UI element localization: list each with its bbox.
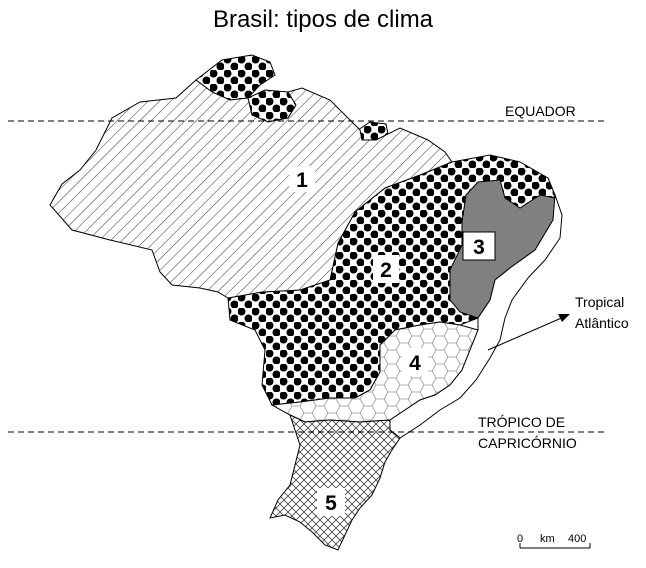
region-4-number: 4 (409, 352, 421, 375)
region-2-number: 2 (380, 259, 392, 282)
scale-start: 0 (517, 533, 523, 545)
region-3-number: 3 (473, 236, 485, 259)
equator-label: EQUADOR (505, 103, 576, 119)
region-5-area (269, 414, 401, 551)
scale-bar: 0 km 400 (517, 533, 591, 549)
callout-label-line2: Atlântico (575, 315, 629, 331)
map-title: Brasil: tipos de clima (212, 6, 434, 33)
callout-label-line1: Tropical (575, 294, 624, 310)
tropic-label-line1: TRÓPICO DE (478, 414, 565, 430)
scale-unit: km (540, 533, 555, 545)
region-1-marker: 1 (289, 166, 315, 192)
scale-end: 400 (568, 533, 586, 545)
tropic-label-line2: CAPRICÓRNIO (478, 435, 577, 451)
region-5-marker: 5 (317, 488, 345, 516)
region-1-number: 1 (296, 169, 308, 192)
region-4-marker: 4 (402, 348, 428, 376)
region-1-area (49, 79, 453, 299)
callout-arrow-line (487, 315, 567, 351)
region-5-number: 5 (325, 492, 337, 515)
region-2-marker: 2 (373, 255, 399, 283)
region-3-marker: 3 (462, 231, 496, 261)
callout-arrowhead-icon (558, 314, 570, 322)
